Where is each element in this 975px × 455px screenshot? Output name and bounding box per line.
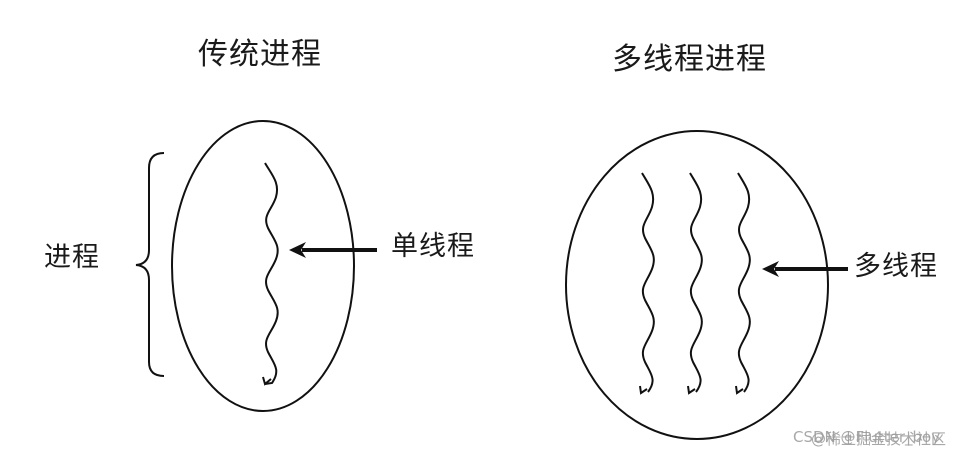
process-brace (135, 152, 165, 377)
multi-thread-label: 多线程 (854, 251, 938, 282)
multithreaded-process-title: 多线程进程 (612, 42, 767, 77)
thread-wave-2 (689, 172, 703, 393)
process-brace-label: 进程 (44, 242, 100, 273)
thread-wave-3 (737, 172, 751, 393)
thread-wave-single (264, 162, 279, 385)
watermark-csdn: CSDN @Flutter_boy (793, 428, 941, 446)
watermark-juejin: @稀土掘金技术社区 (811, 430, 947, 448)
process-ellipse (171, 120, 355, 412)
single-thread-label: 单线程 (391, 231, 475, 262)
traditional-process-title: 传统进程 (198, 37, 322, 72)
process-circle (565, 130, 829, 440)
thread-waves-multi (639, 172, 751, 395)
left-process (135, 120, 377, 412)
thread-wave-1 (641, 172, 655, 393)
right-process (565, 130, 848, 440)
